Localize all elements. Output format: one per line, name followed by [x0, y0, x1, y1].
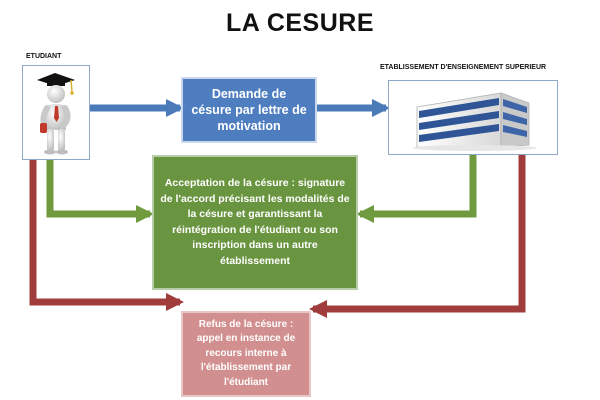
arrow-institution-to-refus — [309, 155, 526, 318]
institution-frame — [388, 80, 558, 155]
acceptation-step-box: Acceptation de la césure : signature de … — [152, 155, 358, 290]
graduate-student-icon — [37, 73, 75, 155]
arrow-student-to-refus — [29, 160, 184, 311]
office-building-icon — [413, 92, 537, 151]
arrow-institution-to-acceptation — [356, 155, 477, 223]
arrow-student-to-acceptation — [46, 160, 154, 223]
diagram-title: LA CESURE — [225, 9, 375, 37]
demande-step-text: Demande de césure par lettre de motivati… — [191, 87, 307, 133]
institution-label: ETABLISSEMENT D'ENSEIGNEMENT SUPERIEUR — [380, 64, 547, 71]
acceptation-step-text: Acceptation de la césure : signature de … — [160, 177, 350, 267]
student-label: ETUDIANT — [26, 53, 62, 60]
refus-step-text: Refus de la césure : appel en instance d… — [196, 318, 296, 388]
refus-step-box: Refus de la césure : appel en instance d… — [181, 311, 311, 397]
demande-step-box: Demande de césure par lettre de motivati… — [181, 77, 317, 143]
student-frame — [22, 65, 90, 160]
